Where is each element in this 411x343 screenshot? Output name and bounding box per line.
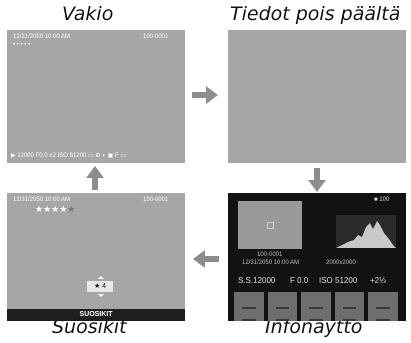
star-filled-icon: ★★★★ [35, 204, 68, 214]
settings-cell [301, 292, 331, 321]
info-top-right: ■ 100 [374, 197, 390, 203]
caption-info-display: Infonäyttö [265, 316, 363, 338]
focus-point-icon [267, 222, 274, 229]
status-bar: ▶ 12000 F0.0 ±2 ISO 51200 ▭ ⚙ ◐ ▣ F ▭ [11, 153, 126, 159]
settings-cell [234, 292, 264, 321]
settings-cell [267, 292, 298, 321]
rating-up-icon[interactable] [98, 276, 104, 279]
settings-grid [234, 292, 398, 321]
file-number: 100-0001 [143, 197, 169, 203]
info-off-screen [228, 30, 406, 163]
caption-favorites: Suosikit [52, 316, 127, 338]
rating-selector[interactable]: ★ 4 [87, 281, 113, 292]
standard-screen: 12/31/2050 10:00 AM 100-0001 • • • • • ▶… [7, 30, 185, 163]
info-display-screen: ■ 100 100-0001 12/31/2050 10:00 AM 2000x… [228, 193, 406, 321]
timestamp: 12/31/2050 10:00 AM [13, 197, 71, 203]
info-shutter: S.S.12000 [238, 276, 276, 285]
settings-cell [368, 292, 398, 321]
info-timestamp: 12/31/2050 10:00 AM [242, 260, 300, 266]
arrow-left-icon [193, 250, 219, 268]
info-image-size: 2000x2000 [326, 260, 356, 266]
settings-cell [334, 292, 365, 321]
rating-dots: • • • • • [13, 42, 31, 48]
file-number: 100-0001 [143, 34, 169, 40]
arrow-right-icon [192, 86, 218, 104]
arrow-down-icon [308, 168, 326, 192]
favorites-screen: 12/31/2050 10:00 AM 100-0001 ★★★★★ ★ 4 S… [7, 193, 185, 321]
rating-stars: ★★★★★ [35, 204, 75, 214]
star-empty-icon: ★ [67, 204, 76, 214]
image-thumbnail [238, 201, 302, 249]
info-file-number: 100-0001 [257, 252, 283, 258]
favorites-bar: SUOSIKIT [7, 309, 185, 321]
rating-down-icon[interactable] [98, 294, 104, 297]
histogram-icon [336, 215, 396, 248]
info-aperture: F 0.0 [290, 276, 309, 285]
caption-standard: Vakio [62, 3, 114, 25]
timestamp: 12/31/2050 10:00 AM [13, 34, 71, 40]
caption-info-off: Tiedot pois päältä [230, 3, 401, 25]
info-exposure-comp: +2⅓ [370, 276, 386, 285]
info-iso: ISO 51200 [319, 276, 358, 285]
arrow-up-icon [86, 166, 104, 190]
